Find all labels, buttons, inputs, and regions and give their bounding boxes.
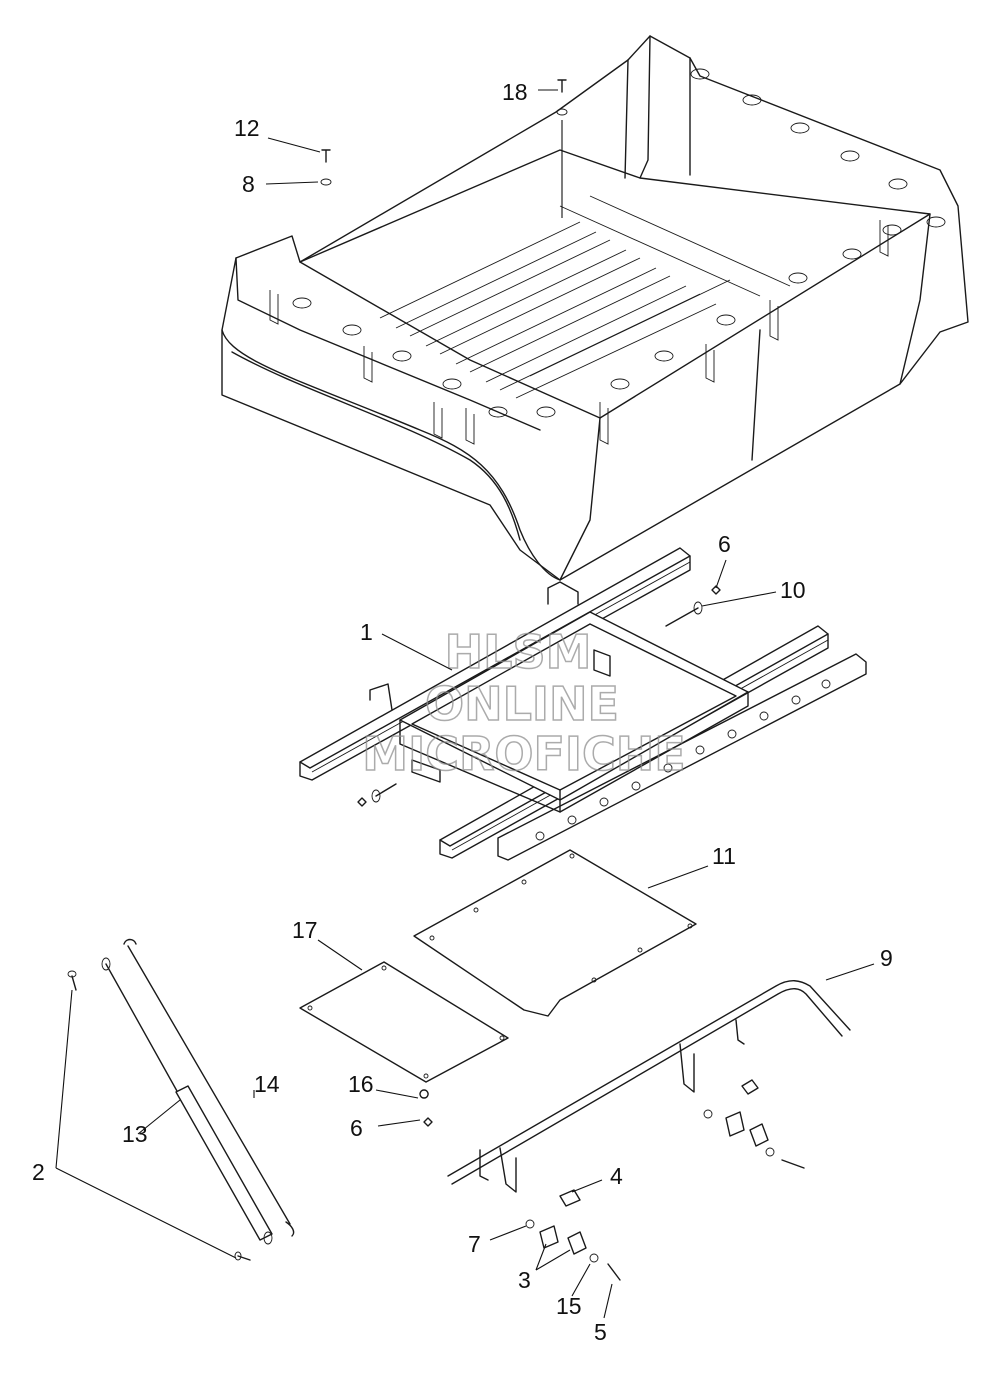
callout-1: 1 <box>360 619 373 645</box>
callout-2: 2 <box>32 1159 45 1185</box>
leader-lines <box>55 89 875 1319</box>
callouts: 18 12 8 6 10 1 11 17 9 16 14 6 13 2 4 7 … <box>32 79 893 1345</box>
callout-7: 7 <box>468 1231 481 1257</box>
watermark: HLSM ONLINE MICROFICHE <box>362 624 687 782</box>
hardware <box>320 79 721 1127</box>
floor-panels <box>299 849 697 1083</box>
cargo-box <box>221 35 969 581</box>
callout-13: 13 <box>122 1121 148 1147</box>
gas-strut <box>101 957 273 1245</box>
watermark-line-2: ONLINE <box>425 677 619 731</box>
callout-17: 17 <box>292 917 318 943</box>
callout-10: 10 <box>780 577 806 603</box>
callout-12: 12 <box>234 115 260 141</box>
callout-4: 4 <box>610 1163 623 1189</box>
watermark-line-3: MICROFICHE <box>362 727 685 781</box>
callout-15: 15 <box>556 1293 582 1319</box>
callout-5: 5 <box>594 1319 607 1345</box>
callout-14: 14 <box>254 1071 280 1097</box>
pins <box>67 970 251 1261</box>
watermark-line-1: HLSM <box>445 625 592 679</box>
callout-16: 16 <box>348 1071 374 1097</box>
callout-18: 18 <box>502 79 528 105</box>
callout-6-upper: 6 <box>718 531 731 557</box>
sub-frame <box>299 547 867 861</box>
callout-11: 11 <box>712 843 736 869</box>
callout-6-lower: 6 <box>350 1115 363 1141</box>
callout-3: 3 <box>518 1267 531 1293</box>
callout-9: 9 <box>880 945 893 971</box>
callout-8: 8 <box>242 171 255 197</box>
cable <box>123 938 295 1237</box>
tailgate-rod <box>447 980 851 1193</box>
latch-hardware <box>525 1079 805 1281</box>
